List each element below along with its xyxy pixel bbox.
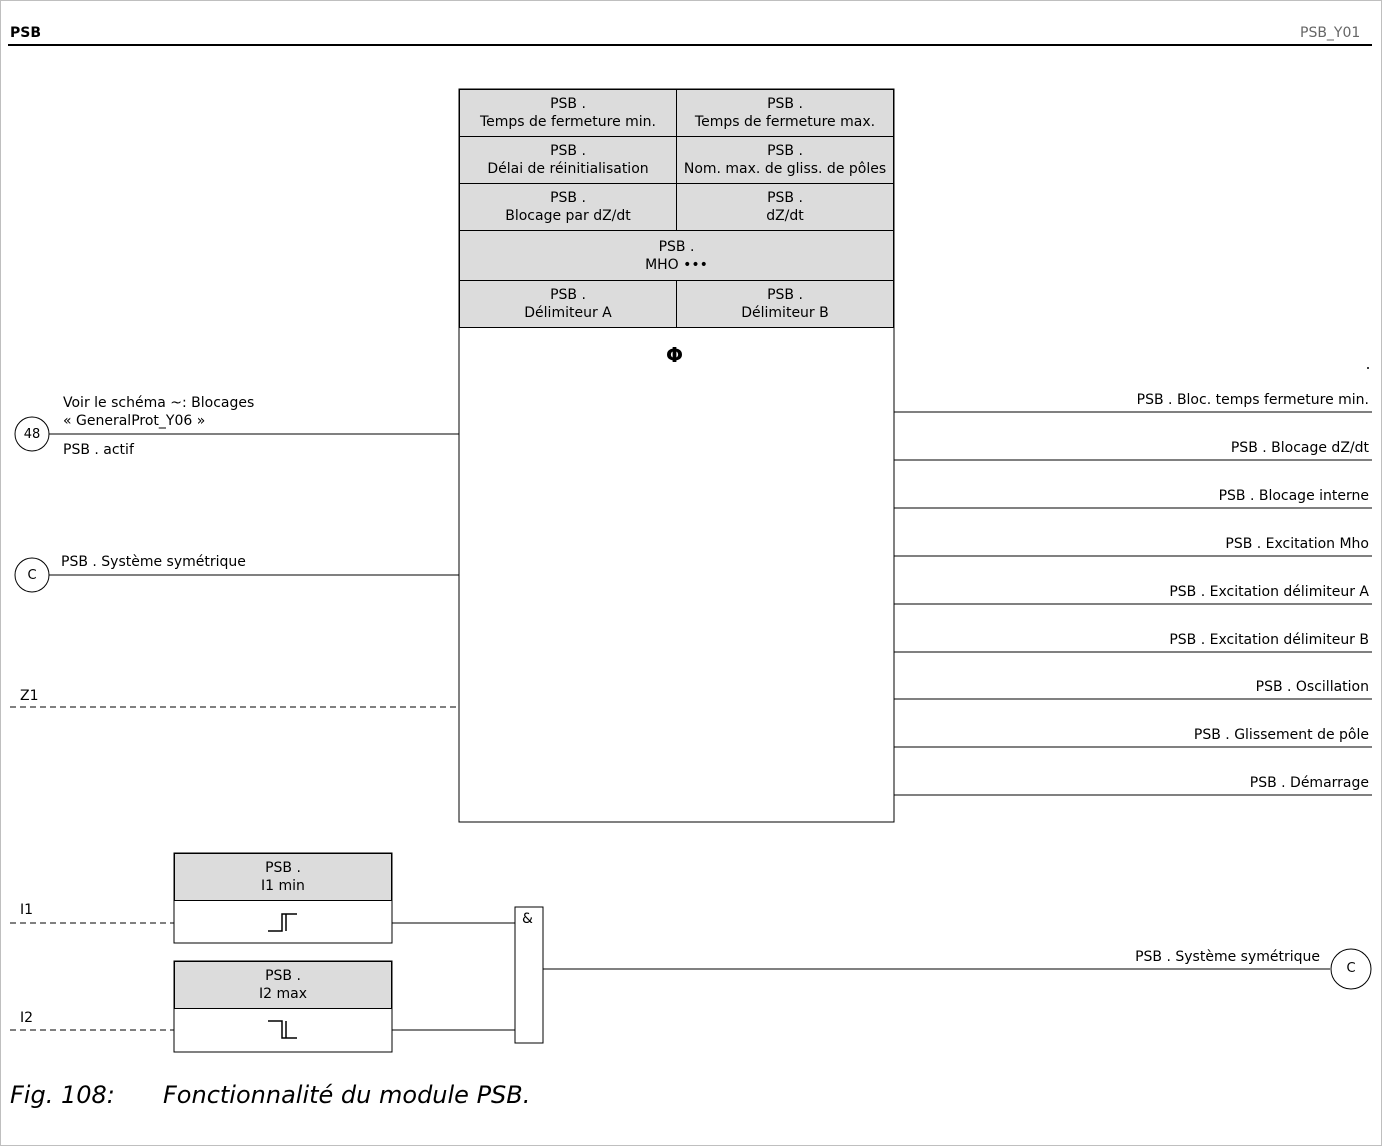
output-label: PSB . Blocage interne: [1218, 488, 1369, 504]
output-label: PSB . Démarrage: [1249, 775, 1369, 791]
param-cell-limiter-a: PSB .Délimiteur A: [459, 280, 677, 328]
i1-input-label: I1: [20, 902, 34, 918]
connector-48: 48: [23, 427, 41, 442]
header-id: PSB_Y01: [1300, 25, 1361, 41]
header-title: PSB: [10, 25, 42, 41]
output-label: PSB . Blocage dZ/dt: [1230, 440, 1369, 456]
active-input-label: PSB . actif: [63, 442, 134, 458]
param-cell-dzdt-blocking: PSB .Blocage par dZ/dt: [459, 183, 677, 231]
output-label: PSB . Excitation Mho: [1225, 536, 1369, 552]
output-label: PSB . Glissement de pôle: [1193, 727, 1369, 743]
i2-input-label: I2: [20, 1010, 34, 1026]
output-label: PSB . Oscillation: [1255, 679, 1369, 695]
param-cell-max-close-time: PSB .Temps de fermeture max.: [676, 89, 894, 137]
symmetric-output-label: PSB . Système symétrique: [1135, 949, 1320, 965]
step-up-icon: [268, 912, 298, 934]
figure-number: Fig. 108:: [10, 1081, 115, 1109]
symmetric-input-label: PSB . Système symétrique: [61, 554, 246, 570]
blocking-note-line2: « GeneralProt_Y06 »: [63, 413, 206, 429]
i2-max-block: PSB .I2 max: [174, 961, 392, 1009]
param-cell-mho: PSB .MHO •••: [459, 230, 894, 281]
step-down-icon: [268, 1019, 298, 1041]
i1-min-block: PSB .I1 min: [174, 853, 392, 901]
output-label: PSB . Excitation délimiteur A: [1169, 584, 1369, 600]
connector-c-output: C: [1346, 961, 1356, 976]
blocking-note-line1: Voir le schéma ~: Blocages: [63, 395, 255, 411]
phase-symbol: Φ: [666, 343, 684, 367]
and-gate: &: [522, 911, 533, 927]
output-label: PSB . Bloc. temps fermeture min.: [1136, 392, 1369, 408]
connector-c-input: C: [27, 568, 37, 583]
output-label: PSB . Excitation délimiteur B: [1169, 632, 1369, 648]
param-cell-limiter-b: PSB .Délimiteur B: [676, 280, 894, 328]
param-cell-max-pole-slip: PSB .Nom. max. de gliss. de pôles: [676, 136, 894, 184]
param-cell-min-close-time: PSB .Temps de fermeture min.: [459, 89, 677, 137]
param-cell-dzdt: PSB .dZ/dt: [676, 183, 894, 231]
param-cell-reset-delay: PSB .Délai de réinitialisation: [459, 136, 677, 184]
figure-caption: Fonctionnalité du module PSB.: [163, 1081, 531, 1109]
z1-input-label: Z1: [20, 688, 39, 704]
